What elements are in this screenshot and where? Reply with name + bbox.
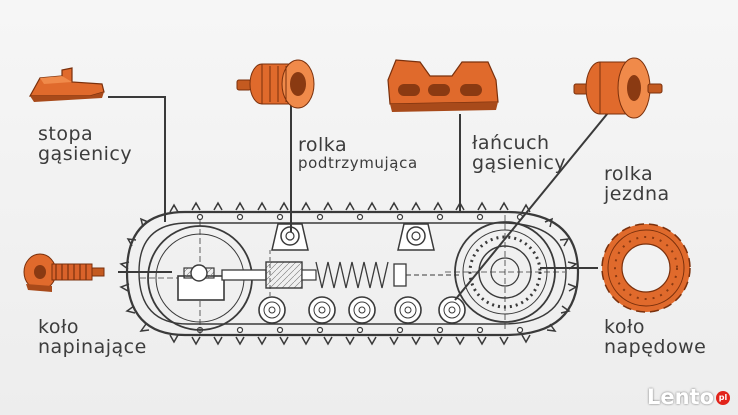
track-roller-drawings [258, 296, 466, 324]
track-chain-drawing [119, 201, 580, 346]
label-track-roller: rolka jezdna [604, 163, 670, 205]
label-track-shoe-line2: gąsienicy [38, 142, 133, 165]
label-track-chain: łańcuch gąsienicy [472, 132, 567, 174]
sprocket-icon [601, 223, 691, 313]
leader-line-track-roller [454, 107, 613, 301]
label-carrier-roller-line1: rolka [298, 134, 348, 156]
idler-wheel-drawing [140, 220, 260, 336]
label-idler-line2: napinające [38, 335, 147, 358]
label-track-chain-line1: łańcuch [472, 132, 550, 154]
watermark-badge: pl [716, 391, 730, 405]
label-sprocket: koło napędowe [604, 316, 707, 358]
label-sprocket-line2: napędowe [604, 335, 707, 358]
label-track-shoe: stopa gąsienicy [38, 123, 133, 165]
idler-icon [23, 253, 105, 292]
label-track-roller-line1: rolka [604, 163, 654, 185]
label-track-chain-line2: gąsienicy [472, 151, 567, 174]
track-shoe-icon [28, 67, 105, 102]
tension-spring-drawing [221, 250, 460, 300]
label-track-roller-line2: jezdna [604, 182, 670, 205]
leader-line-track-shoe [108, 96, 166, 222]
track-roller-icon [573, 57, 663, 119]
label-carrier-roller-line2: podtrzymująca [298, 153, 418, 172]
sprocket-drawing [445, 215, 565, 330]
watermark-text: Lento [646, 385, 714, 409]
label-idler-line1: koło [38, 316, 79, 338]
label-sprocket-line1: koło [604, 316, 645, 338]
lento-watermark: Lento pl [647, 385, 730, 409]
label-track-shoe-line1: stopa [38, 123, 94, 145]
carrier-roller-drawings [271, 223, 435, 251]
label-carrier-roller: rolka podtrzymująca [298, 134, 418, 172]
leader-lines [108, 96, 613, 301]
track-chain-icon [387, 59, 499, 112]
label-idler: koło napinające [38, 316, 147, 358]
carrier-roller-icon [236, 59, 315, 109]
